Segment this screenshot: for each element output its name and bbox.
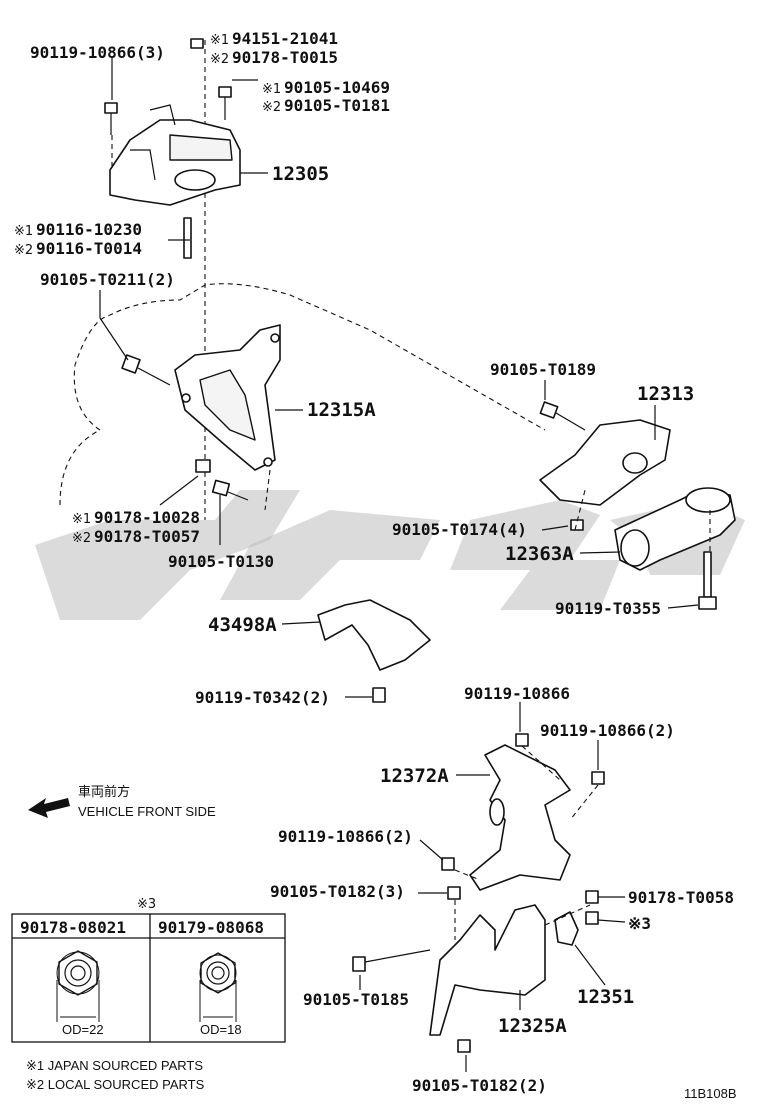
part-43498A[interactable] (317, 599, 431, 703)
part-12325A[interactable] (352, 886, 546, 1053)
label-90105-T0182-3: 90105-T0182(3) (270, 882, 405, 901)
label-90119-10866: 90119-10866 (464, 684, 570, 703)
label-90105-T0174-4: 90105-T0174(4) (392, 520, 527, 539)
label-90105-T0182-2: 90105-T0182(2) (412, 1076, 547, 1095)
nut-table: ※3 90178-08021 90179-08068 OD=22 OD=18 (11, 897, 286, 1043)
assembly-lines (111, 135, 711, 940)
label-90178-T0015: 90178-T0015 (232, 48, 338, 67)
mark-1: ※1 (262, 82, 281, 97)
label-90119-T0342-2: 90119-T0342(2) (195, 688, 330, 707)
od-18-label: OD=18 (200, 1022, 242, 1037)
part-12372A[interactable] (441, 733, 605, 891)
label-90119-10866-2a: 90119-10866(2) (540, 721, 675, 740)
label-90178-10028: 90178-10028 (94, 508, 200, 527)
mark-2: ※2 (210, 52, 229, 67)
mark-2: ※2 (14, 243, 33, 258)
label-90178-T0058: 90178-T0058 (628, 888, 734, 907)
table-col1-header: 90178-08021 (20, 918, 126, 937)
label-12325A[interactable]: 12325A (498, 1015, 567, 1037)
part-12313[interactable] (539, 401, 671, 506)
part-12315A[interactable] (174, 324, 281, 471)
bolt-icon (104, 38, 232, 386)
label-43498A[interactable]: 43498A (208, 614, 277, 636)
label-90178-T0057: 90178-T0057 (94, 527, 200, 546)
leader-lines (99, 58, 699, 1072)
label-90105-10469: 90105-10469 (284, 78, 390, 97)
label-90105-T0185: 90105-T0185 (303, 990, 409, 1009)
arrow-left-icon (28, 798, 70, 818)
engine-outline (59, 40, 546, 520)
note-japan-sourced: ※1 JAPAN SOURCED PARTS (26, 1058, 203, 1073)
label-90105-T0181: 90105-T0181 (284, 96, 390, 115)
label-12313[interactable]: 12313 (637, 383, 694, 405)
mark-1: ※1 (72, 512, 91, 527)
vehicle-front-en: VEHICLE FRONT SIDE (78, 804, 216, 819)
label-90119-10866-2b: 90119-10866(2) (278, 827, 413, 846)
part-12351[interactable] (554, 890, 599, 946)
mark-1: ※1 (210, 33, 229, 48)
note-local-sourced: ※2 LOCAL SOURCED PARTS (26, 1077, 205, 1092)
nut-22-icon: OD=22 (56, 950, 104, 1037)
label-90119-T0355: 90119-T0355 (555, 599, 661, 618)
label-90119-10866-3: 90119-10866(3) (30, 43, 165, 62)
mark-2: ※2 (72, 531, 91, 546)
label-90116-T0014: 90116-T0014 (36, 239, 142, 258)
label-mark-3: ※3 (628, 914, 651, 933)
label-90105-T0130: 90105-T0130 (168, 552, 274, 571)
label-12315A[interactable]: 12315A (307, 399, 376, 421)
table-col2-header: 90179-08068 (158, 918, 264, 937)
nut-18-icon: OD=18 (199, 952, 242, 1037)
label-90105-T0211-2: 90105-T0211(2) (40, 270, 175, 289)
label-12372A[interactable]: 12372A (380, 765, 449, 787)
vehicle-front-indicator: 車両前方 VEHICLE FRONT SIDE (28, 784, 216, 819)
label-12351[interactable]: 12351 (577, 986, 634, 1008)
part-12363A[interactable] (570, 487, 736, 610)
mark-2: ※2 (262, 100, 281, 115)
label-12305[interactable]: 12305 (272, 163, 329, 185)
mark-1: ※1 (14, 224, 33, 239)
label-90105-T0189: 90105-T0189 (490, 360, 596, 379)
od-22-label: OD=22 (62, 1022, 104, 1037)
label-12363A[interactable]: 12363A (505, 543, 574, 565)
part-12305[interactable] (109, 104, 241, 206)
label-90116-10230: 90116-10230 (36, 220, 142, 239)
nut-icon (195, 459, 249, 501)
diagram-ref-code: 11B108B (684, 1086, 737, 1101)
vehicle-front-jp: 車両前方 (78, 784, 130, 799)
table-caption: ※3 (137, 897, 156, 912)
label-94151-21041: 94151-21041 (232, 29, 338, 48)
